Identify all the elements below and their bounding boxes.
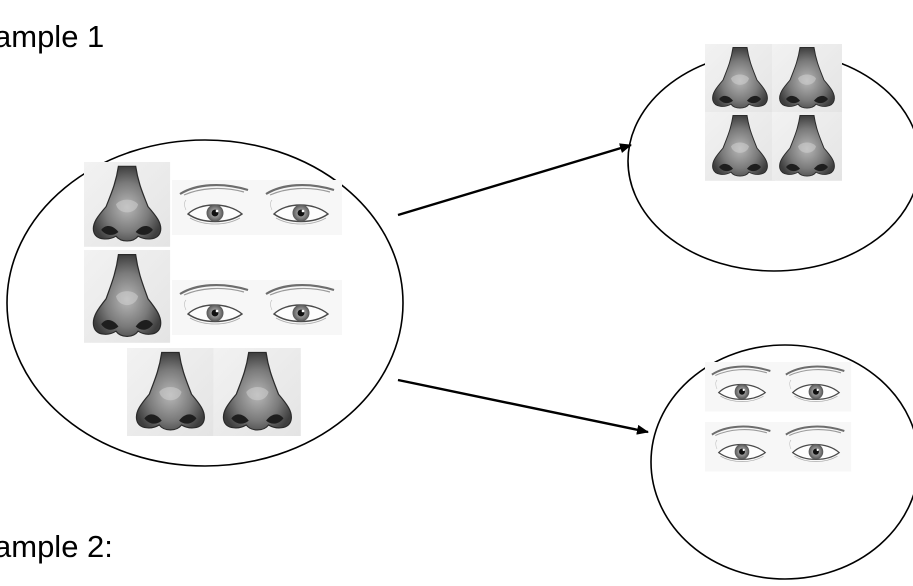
nose-image — [126, 347, 215, 437]
eyes-cluster-images — [705, 362, 851, 472]
example-2-label: ample 2: — [0, 529, 113, 564]
nose-image — [704, 43, 776, 114]
nose-image — [213, 347, 302, 437]
mixed-set-images — [83, 161, 342, 437]
nose-image — [83, 249, 171, 344]
nose-image — [704, 111, 776, 182]
arrow-to-eyes — [397, 378, 649, 435]
eye-pair-image — [705, 422, 851, 472]
nose-image — [83, 161, 171, 248]
noses-cluster-images — [704, 43, 843, 182]
arrow-to-noses — [397, 143, 632, 217]
mixed-set-ellipse — [6, 139, 404, 467]
nose-image — [771, 111, 843, 182]
eye-pair-image — [705, 362, 851, 412]
example-1-label: ample 1 — [0, 19, 105, 54]
eye-pair-image — [172, 180, 342, 235]
nose-image — [771, 43, 843, 114]
eye-pair-image — [172, 280, 342, 335]
eyes-cluster-ellipse — [650, 344, 913, 580]
